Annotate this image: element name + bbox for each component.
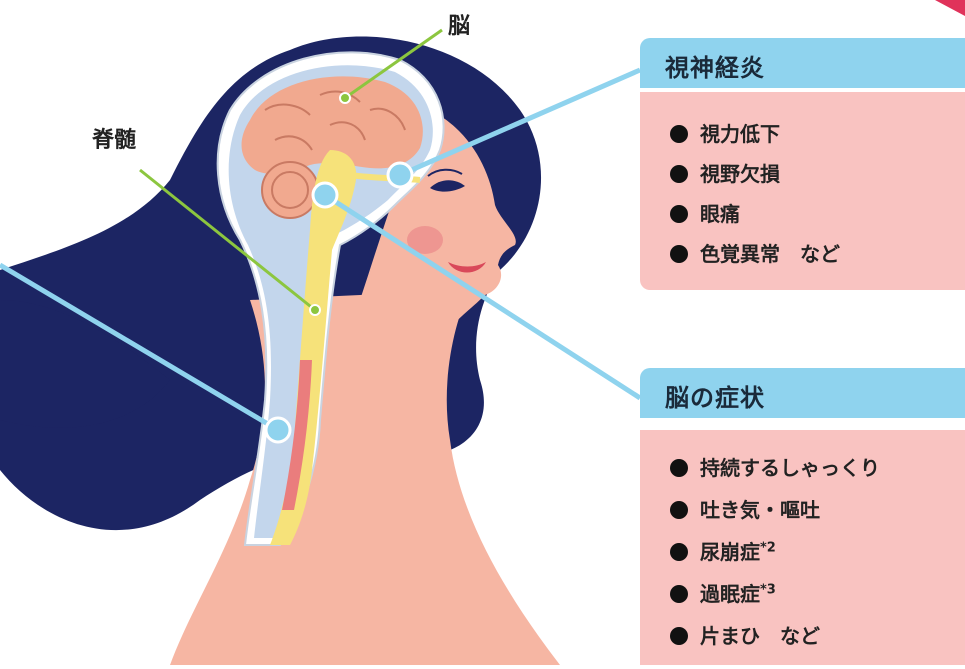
list-item: 尿崩症*2 bbox=[670, 536, 776, 565]
optic-neuritis-panel: 視力低下 視野欠損 眼痛 色覚異常 など bbox=[640, 92, 965, 290]
list-item: 片まひ など bbox=[670, 620, 820, 649]
list-item: 持続するしゃっくり bbox=[670, 452, 880, 481]
pointer-dot-optic bbox=[388, 163, 412, 187]
pointer-dot-brain bbox=[313, 183, 337, 207]
brain-symptoms-panel: 持続するしゃっくり 吐き気・嘔吐 尿崩症*2 過眠症*3 片まひ など bbox=[640, 430, 965, 665]
list-item: 吐き気・嘔吐 bbox=[670, 494, 820, 523]
pointer-dot-spinal bbox=[266, 418, 290, 442]
brain-label: 脳 bbox=[448, 8, 470, 40]
optic-neuritis-header: 視神経炎 bbox=[640, 38, 965, 88]
optic-neuritis-title: 視神経炎 bbox=[665, 48, 765, 83]
brain-symptoms-title: 脳の症状 bbox=[665, 378, 765, 413]
cerebellum bbox=[262, 162, 318, 218]
spinal-cord-label: 脊髄 bbox=[92, 122, 136, 154]
list-item: 視野欠損 bbox=[670, 158, 780, 187]
list-item: 色覚異常 など bbox=[670, 238, 840, 267]
brain-symptoms-header: 脳の症状 bbox=[640, 368, 965, 418]
list-item: 過眠症*3 bbox=[670, 578, 776, 607]
list-item: 視力低下 bbox=[670, 118, 780, 147]
list-item: 眼痛 bbox=[670, 198, 740, 227]
